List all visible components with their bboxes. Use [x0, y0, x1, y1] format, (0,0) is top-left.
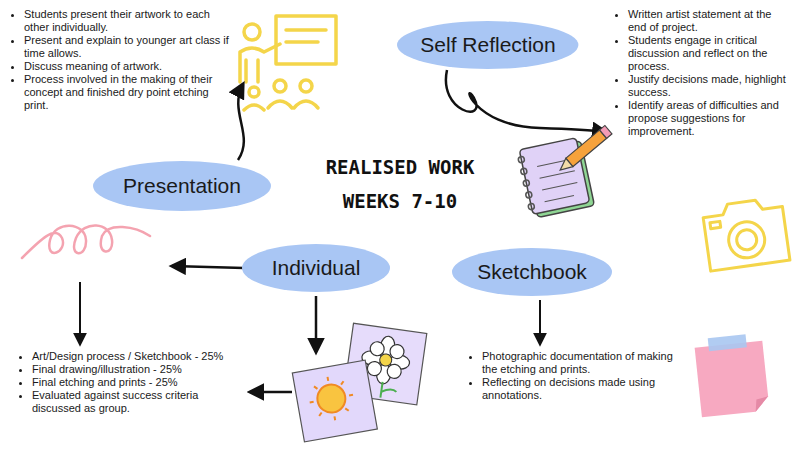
arrow-curve	[238, 84, 244, 160]
bullet-list: Students present their artwork to each o…	[8, 8, 230, 112]
ellipse-node: Self Reflection	[397, 21, 578, 69]
arrow-left	[172, 266, 244, 268]
arrow-down	[539, 300, 541, 344]
bullet-item: Final drawing/illustration - 25%	[32, 363, 246, 376]
sun-paper	[292, 360, 377, 442]
ellipse-node: Individual	[242, 244, 390, 292]
bullet-item: Students engage in critical discussion a…	[628, 34, 792, 73]
bullet-item: Photographic documentation of making the…	[482, 350, 688, 376]
sticky-note	[694, 333, 770, 418]
bullet-item: Present and explain to younger art class…	[24, 34, 230, 60]
bullet-item: Identify areas of difficulties and propo…	[628, 99, 792, 138]
bullet-item: Art/Design process / Sketchbook - 25%	[32, 350, 246, 363]
presenter-icon	[240, 16, 336, 110]
bullet-item: Reflecting on decisions made using annot…	[482, 376, 688, 402]
bullet-list: Photographic documentation of making the…	[466, 350, 688, 402]
bullet-list: Written artist statement at the end of p…	[612, 8, 792, 138]
arrow-down	[315, 296, 318, 352]
node-label: Presentation	[123, 174, 241, 198]
camera-icon	[702, 197, 790, 272]
pencil-icon	[557, 125, 612, 174]
arrow-left	[250, 391, 292, 394]
bullet-item: Evaluated against success criteria discu…	[32, 389, 246, 415]
diagram-title: REALISED WORK WEEKS 7-10	[300, 150, 500, 218]
bullet-item: Written artist statement at the end of p…	[628, 8, 792, 34]
bullet-item: Students present their artwork to each o…	[24, 8, 230, 34]
node-label: Self Reflection	[420, 33, 555, 57]
node-label: Sketchbook	[477, 260, 587, 284]
arrow-loop	[446, 70, 606, 132]
bullet-list: Art/Design process / Sketchbook - 25%Fin…	[16, 350, 246, 415]
ellipse-node: Presentation	[93, 161, 271, 211]
arrow-down	[79, 282, 81, 344]
bullet-item: Justify decisions made, highlight succes…	[628, 73, 792, 99]
bullet-item: Process involved in the making of their …	[24, 73, 230, 112]
ellipse-node: Sketchbook	[452, 248, 612, 296]
node-label: Individual	[272, 256, 361, 280]
bullet-item: Final etching and prints - 25%	[32, 376, 246, 389]
bullet-item: Discuss meaning of artwork.	[24, 60, 230, 73]
squiggle-line	[22, 225, 150, 258]
